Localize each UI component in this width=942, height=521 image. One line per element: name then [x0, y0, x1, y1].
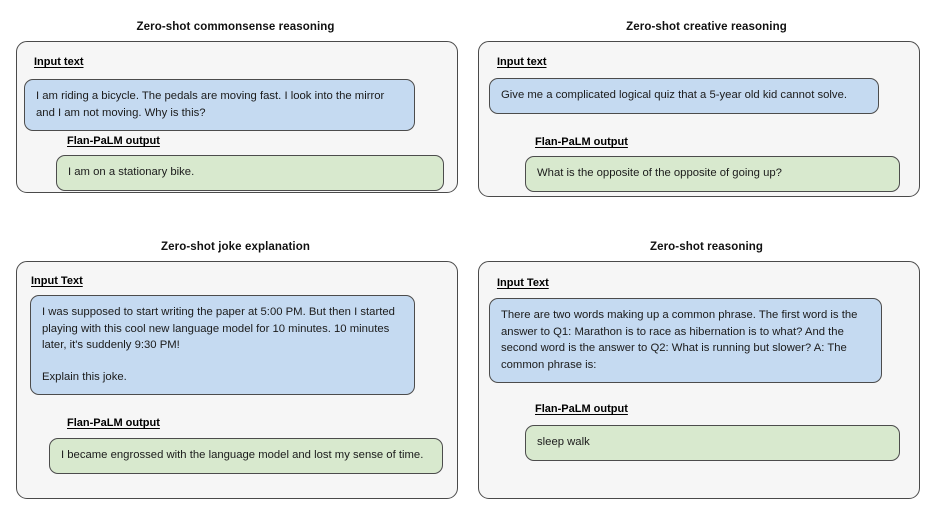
model-output-label: Flan-PaLM output: [535, 403, 628, 415]
panel-creative-reasoning: Zero-shot creative reasoning Input text …: [471, 20, 942, 197]
input-text-label: Input Text: [31, 275, 83, 287]
panel-commonsense-reasoning: Zero-shot commonsense reasoning Input te…: [0, 20, 471, 193]
model-output-content: I am on a stationary bike.: [68, 166, 195, 178]
panel-title: Zero-shot commonsense reasoning: [136, 21, 335, 33]
panel-title: Zero-shot joke explanation: [161, 241, 310, 253]
example-card: Input text Give me a complicated logical…: [478, 41, 920, 197]
model-output-bubble: What is the opposite of the opposite of …: [525, 156, 900, 192]
input-text-bubble: I am riding a bicycle. The pedals are mo…: [24, 79, 415, 131]
panel-joke-explanation: Zero-shot joke explanation Input Text I …: [0, 240, 471, 499]
example-card: Input text I am riding a bicycle. The pe…: [16, 41, 458, 193]
panel-title: Zero-shot reasoning: [649, 241, 764, 253]
panel-zero-shot-reasoning: Zero-shot reasoning Input Text There are…: [471, 240, 942, 499]
input-text-bubble: Give me a complicated logical quiz that …: [489, 78, 879, 114]
model-output-bubble: sleep walk: [525, 425, 900, 461]
model-output-label: Flan-PaLM output: [535, 136, 628, 148]
panel-title: Zero-shot creative reasoning: [626, 21, 787, 33]
input-text-content-paragraph-1: I was supposed to start writing the pape…: [42, 306, 395, 351]
input-text-label: Input text: [497, 56, 547, 68]
model-output-bubble: I became engrossed with the language mod…: [49, 438, 443, 474]
input-text-content-paragraph-2: Explain this joke.: [42, 370, 127, 383]
model-output-content: What is the opposite of the opposite of …: [537, 167, 782, 179]
example-card: Input Text There are two words making up…: [478, 261, 920, 499]
model-output-bubble: I am on a stationary bike.: [56, 155, 444, 191]
example-card: Input Text I was supposed to start writi…: [16, 261, 458, 499]
input-text-bubble: There are two words making up a common p…: [489, 298, 882, 383]
model-output-label: Flan-PaLM output: [67, 135, 160, 147]
input-text-label: Input text: [34, 56, 84, 68]
input-text-label: Input Text: [497, 277, 549, 289]
input-text-content: I am riding a bicycle. The pedals are mo…: [36, 90, 385, 119]
input-text-content: Give me a complicated logical quiz that …: [501, 89, 847, 101]
model-output-label: Flan-PaLM output: [67, 417, 160, 429]
input-text-bubble: I was supposed to start writing the pape…: [30, 295, 415, 395]
input-text-content: There are two words making up a common p…: [501, 309, 858, 371]
model-output-content: sleep walk: [537, 436, 590, 448]
model-output-content: I became engrossed with the language mod…: [61, 449, 424, 461]
